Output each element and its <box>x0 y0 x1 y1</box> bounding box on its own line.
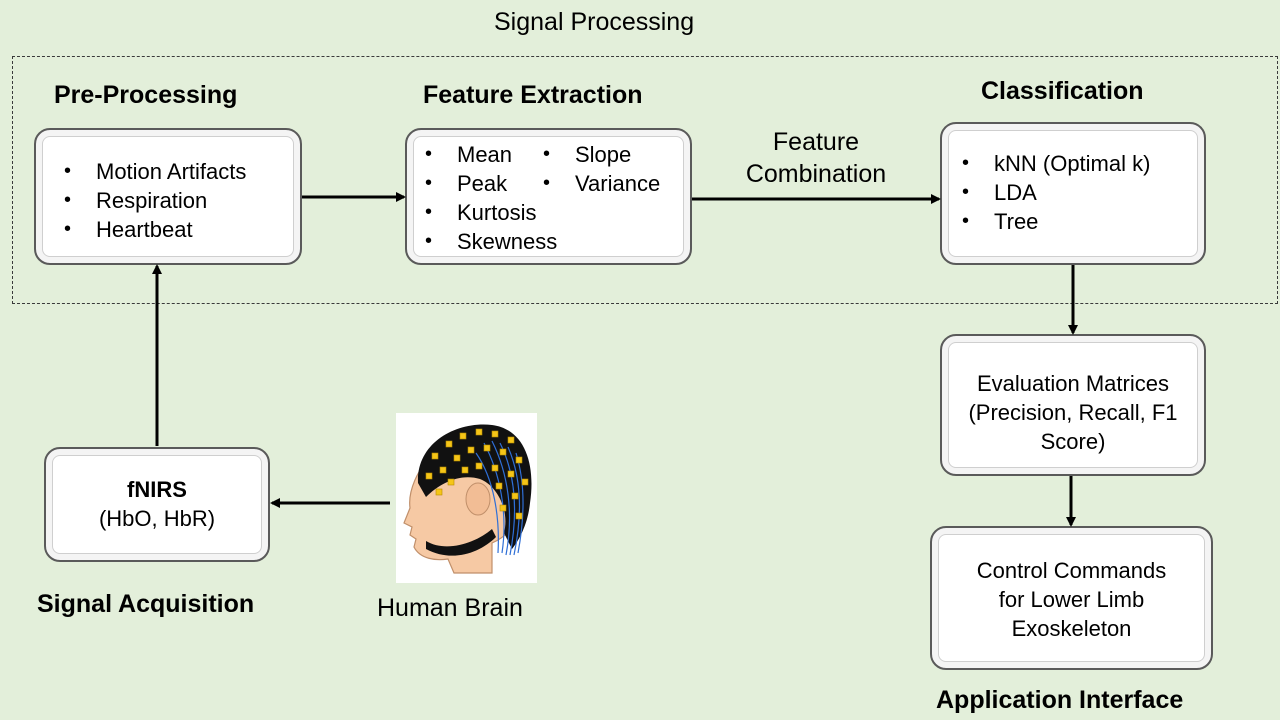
list-item: Heartbeat <box>64 215 246 244</box>
list-item: Kurtosis <box>425 198 557 227</box>
list-item: Respiration <box>64 186 246 215</box>
signal-processing-region <box>12 56 1278 304</box>
list-item: kNN (Optimal k) <box>962 149 1150 178</box>
evaluation-line2: (Precision, Recall, F1 <box>968 400 1178 425</box>
fnirs-title: fNIRS <box>127 477 187 502</box>
control-commands-box: Control Commands for Lower Limb Exoskele… <box>930 526 1213 670</box>
control-line1: Control Commands <box>976 558 1167 583</box>
control-line2: for Lower Limb <box>998 587 1145 612</box>
evaluation-text: Evaluation Matrices (Precision, Recall, … <box>942 369 1204 456</box>
feature-combination-label: Feature Combination <box>736 126 896 190</box>
fnirs-text: fNIRS (HbO, HbR) <box>46 475 268 533</box>
application-interface-heading: Application Interface <box>936 686 1184 714</box>
classification-box: kNN (Optimal k) LDA Tree <box>940 122 1206 265</box>
feature-list-left: Mean Peak Kurtosis Skewness <box>425 140 557 256</box>
preprocessing-heading: Pre-Processing <box>54 81 238 109</box>
list-item: Variance <box>543 169 660 198</box>
classification-heading: Classification <box>981 77 1144 105</box>
evaluation-line1: Evaluation Matrices <box>977 371 1169 396</box>
signal-acquisition-heading: Signal Acquisition <box>37 590 255 618</box>
feature-list-right: Slope Variance <box>543 140 660 198</box>
feature-extraction-heading: Feature Extraction <box>423 81 643 109</box>
preprocessing-box: Motion Artifacts Respiration Heartbeat <box>34 128 302 265</box>
fnirs-subtitle: (HbO, HbR) <box>98 506 216 531</box>
list-item: Slope <box>543 140 660 169</box>
list-item: Peak <box>425 169 557 198</box>
evaluation-box: Evaluation Matrices (Precision, Recall, … <box>940 334 1206 476</box>
list-item: Motion Artifacts <box>64 157 246 186</box>
control-text: Control Commands for Lower Limb Exoskele… <box>932 556 1211 643</box>
fnirs-cap-image <box>396 413 537 583</box>
signal-processing-title: Signal Processing <box>494 8 695 36</box>
list-item: Skewness <box>425 227 557 256</box>
feature-combination-line2: Combination <box>745 160 887 188</box>
list-item: LDA <box>962 178 1150 207</box>
classification-list: kNN (Optimal k) LDA Tree <box>962 149 1150 236</box>
preprocessing-list: Motion Artifacts Respiration Heartbeat <box>64 157 246 244</box>
human-brain-label: Human Brain <box>377 594 523 622</box>
feature-combination-line1: Feature <box>772 128 860 156</box>
control-line3: Exoskeleton <box>1011 616 1132 641</box>
fnirs-box: fNIRS (HbO, HbR) <box>44 447 270 562</box>
evaluation-line3: Score) <box>1040 429 1106 454</box>
list-item: Tree <box>962 207 1150 236</box>
head-with-cap-icon <box>403 424 532 574</box>
list-item: Mean <box>425 140 557 169</box>
feature-extraction-box: Mean Peak Kurtosis Skewness Slope Varian… <box>405 128 692 265</box>
